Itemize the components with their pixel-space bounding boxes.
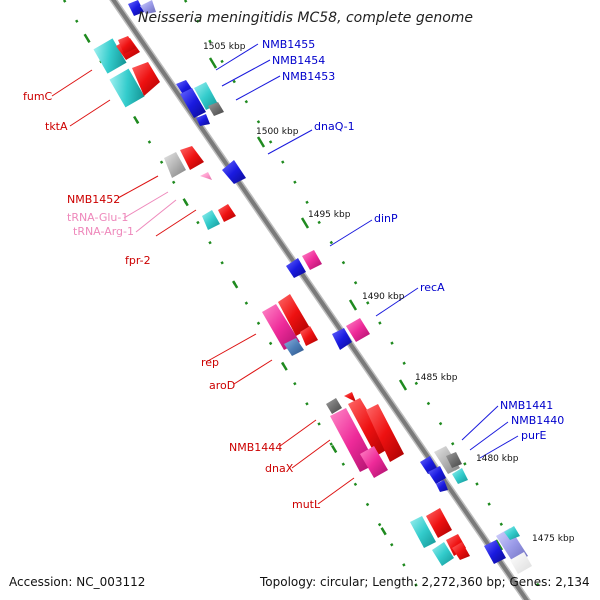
kbp-label: 1480 kbp [476,454,519,464]
gene-red-rep[interactable] [278,294,310,336]
kbp-label: 1495 kbp [308,210,351,220]
gene-label-reca[interactable]: recA [420,281,445,294]
gene-blue-bottom-right[interactable] [484,540,506,564]
gene-label-dinp[interactable]: dinP [374,212,398,225]
gene-label-nmb1441[interactable]: NMB1441 [500,399,553,412]
gene-label-arod[interactable]: aroD [209,379,235,392]
gene-darkgray-nmb1441[interactable] [446,452,462,468]
gene-blue-pure[interactable] [436,480,448,492]
gene-label-fumc[interactable]: fumC [23,90,53,103]
gene-label-dnax[interactable]: dnaX [265,462,294,475]
right-leader-lines [215,43,519,459]
gene-red-fpr2[interactable] [218,204,236,222]
kbp-label: 1475 kbp [532,534,575,544]
gene-label-nmb1454[interactable]: NMB1454 [272,54,325,67]
gene-label-trna-arg-1[interactable]: tRNA-Arg-1 [73,225,134,238]
gene-label-trna-glu-1[interactable]: tRNA-Glu-1 [67,211,128,224]
gene-darkgray-nmb1444[interactable] [326,398,342,414]
accession-label: Accession: NC_003112 [9,575,146,589]
gene-label-nmb1455[interactable]: NMB1455 [262,38,315,51]
gene-red-tkta[interactable] [132,62,160,96]
right-gene-labels: NMB1455 NMB1454 NMB1453 dnaQ-1 dinP recA… [262,38,564,442]
kbp-tick-marks [208,57,504,551]
gene-magenta-mutl[interactable] [360,446,388,478]
genome-backbone-core [111,0,529,600]
gene-red-bottom-1[interactable] [426,508,452,538]
trna-leader-lines [123,191,177,233]
gene-blue-dinp[interactable] [286,258,306,278]
gene-blue-nmb1454[interactable] [180,88,206,118]
kbp-label: 1485 kbp [415,373,458,383]
kbp-label: 1505 kbp [203,42,246,52]
gene-blue-nmb1453[interactable] [196,114,210,126]
gene-label-nmb1440[interactable]: NMB1440 [511,414,564,427]
gene-cyan-bottom-right[interactable] [504,526,520,540]
gene-blue-reca[interactable] [332,328,352,350]
gene-cyan-pure[interactable] [452,468,468,484]
gene-label-pure[interactable]: purE [521,429,546,442]
gene-gray-bottom-right[interactable] [510,552,532,574]
gene-red-tkta-2[interactable] [118,36,136,54]
gene-label-rep[interactable]: rep [201,356,219,369]
gene-cyan-fumc[interactable] [93,38,127,74]
genome-summary-label: Topology: circular; Length: 2,272,360 bp… [260,575,590,589]
gene-magenta-dinp[interactable] [302,250,322,270]
gene-magenta-reca[interactable] [346,318,370,342]
gene-red-mutl[interactable] [366,404,404,462]
gene-cyan-nmb1454[interactable] [194,82,218,110]
gene-red-dnax[interactable] [348,398,390,456]
gene-red-nmb1444[interactable] [344,392,356,402]
gene-cyan-bottom-2[interactable] [432,542,454,566]
gene-magenta-rep[interactable] [262,304,300,350]
gene-blue-dnaq1[interactable] [222,160,246,184]
left-leader-lines [51,69,355,505]
gene-blue-top[interactable] [128,0,144,16]
gene-cyan-fpr2[interactable] [202,210,220,230]
gene-label-fpr-2[interactable]: fpr-2 [125,254,151,267]
kbp-label: 1490 kbp [362,292,405,302]
gene-darkgray-nmb1453[interactable] [208,102,224,116]
gene-blue-nmb1440-2[interactable] [428,466,446,484]
gene-cyan-bottom-1[interactable] [410,516,436,548]
gene-label-nmb1444[interactable]: NMB1444 [229,441,282,454]
gene-red-nmb1452[interactable] [180,146,204,170]
gene-steel-arod[interactable] [284,338,304,356]
left-strand-genes [93,36,470,566]
kbp-label: 1500 kbp [256,127,299,137]
genome-title: Neisseria meningitidis MC58, complete ge… [138,10,473,26]
gene-label-mutl[interactable]: mutL [292,498,321,511]
gene-red-bottom-3[interactable] [452,542,470,560]
gene-label-tkta[interactable]: tktA [45,120,68,133]
right-strand-genes [128,0,532,574]
gene-label-nmb1453[interactable]: NMB1453 [282,70,335,83]
gene-cyan-tkta[interactable] [109,68,145,108]
kbp-labels: 1505 kbp 1500 kbp 1495 kbp 1490 kbp 1485… [203,42,575,544]
gene-red-rep-2[interactable] [300,326,318,346]
gene-label-dnaq-1[interactable]: dnaQ-1 [314,120,355,133]
gene-gray-nmb1452[interactable] [164,152,186,178]
gene-pink-trna[interactable] [200,172,212,180]
left-gene-labels: fumC tktA NMB1452 tRNA-Glu-1 tRNA-Arg-1 … [23,90,321,511]
gene-label-nmb1452[interactable]: NMB1452 [67,193,120,206]
gene-lavender-top[interactable] [140,0,156,14]
